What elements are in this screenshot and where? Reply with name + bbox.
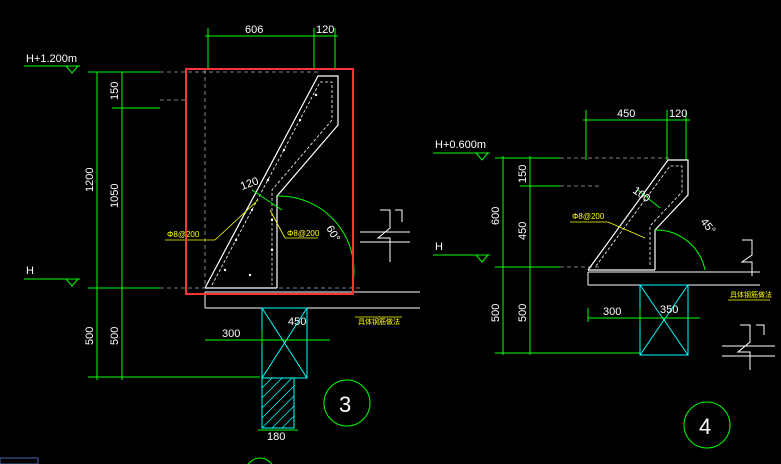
detail-3: 606 120 H+1.200m H 150 1050 1200 500 500 <box>24 24 420 464</box>
dim-150-4: 150 <box>517 165 529 183</box>
vertical-dimensions-3 <box>88 71 260 380</box>
rebar-leader-4 <box>570 221 646 239</box>
level-symbol-base-4 <box>433 254 490 263</box>
rebar-leaders-3 <box>165 199 318 241</box>
dim-300-3: 300 <box>222 328 240 340</box>
angle-45: 45° <box>698 216 718 236</box>
detail-number-3: 3 <box>339 392 351 417</box>
rebar-callout-left-3: Φ8@200 <box>167 230 200 239</box>
detail-4: 450 120 H+0.600m H 150 450 600 500 500 <box>433 108 775 449</box>
base-slab-4 <box>587 271 760 286</box>
level-symbol-base-3 <box>24 278 80 287</box>
note-3: 具体钢筋做法 <box>358 317 400 326</box>
dim-350-4: 350 <box>660 304 678 316</box>
top-dimension-4 <box>583 110 690 160</box>
corner-fragment <box>0 457 39 464</box>
detail-number-4: 4 <box>699 414 711 439</box>
column-hatch-3 <box>261 377 295 429</box>
dim-slope-120: 120 <box>239 175 260 193</box>
note-4: 具体钢筋做法 <box>730 290 772 299</box>
dim-606: 606 <box>245 24 263 36</box>
vertical-dimensions-4 <box>495 156 640 355</box>
dim-450-3: 450 <box>288 316 306 328</box>
reference-dashes-4 <box>560 157 670 268</box>
top-dimension-3 <box>205 28 338 70</box>
dim-500-outer-3: 500 <box>84 327 96 345</box>
wall-section-4 <box>587 159 689 271</box>
dim-500-inner-3: 500 <box>109 327 121 345</box>
dim-300-4: 300 <box>603 306 621 318</box>
detail-circle-4 <box>683 401 731 449</box>
reference-dashes-3 <box>160 70 360 289</box>
angle-arc-4 <box>654 229 706 271</box>
break-symbol-4b <box>722 324 775 370</box>
level-label-base-3: H <box>26 265 34 277</box>
dim-slope-100: 100 <box>630 185 652 205</box>
rebar-callout-right-3: Φ8@200 <box>287 229 320 238</box>
level-label-top-4: H+0.600m <box>435 139 486 151</box>
slope-dimension-4 <box>637 189 661 209</box>
level-symbol-top-3 <box>24 65 80 74</box>
dim-500-outer-4: 500 <box>490 304 502 322</box>
dim-1050-3: 1050 <box>109 184 121 208</box>
bottom-dimension-3 <box>205 330 330 431</box>
dim-120-top: 120 <box>316 24 334 36</box>
level-symbol-top-4 <box>433 152 490 161</box>
dim-1200-3: 1200 <box>84 168 96 192</box>
dim-500-inner-4: 500 <box>517 304 529 322</box>
level-label-top-3: H+1.200m <box>26 53 77 65</box>
foundation-column-4 <box>639 284 689 356</box>
rebar-dots-3 <box>223 93 318 277</box>
rebar-lines-3 <box>211 81 333 286</box>
rebar-lines-4 <box>595 165 683 267</box>
dim-120-top-4: 120 <box>669 108 687 120</box>
dim-600-4: 600 <box>490 207 502 225</box>
wall-section-3 <box>204 75 339 289</box>
level-label-base-4: H <box>435 241 443 253</box>
dim-450-top-4: 450 <box>617 108 635 120</box>
angle-arc-3 <box>276 195 355 289</box>
dim-150-3: 150 <box>109 82 121 100</box>
dim-180: 180 <box>267 431 285 443</box>
slope-dimension-3 <box>251 189 283 211</box>
detail-circle-3 <box>323 379 371 427</box>
break-symbol-4a <box>740 239 753 276</box>
break-symbol-3 <box>360 209 410 262</box>
bottom-dimension-4 <box>587 308 700 322</box>
partial-circle <box>247 457 273 464</box>
rebar-callout-4: Φ8@200 <box>572 212 605 221</box>
dim-450-4: 450 <box>517 222 529 240</box>
highlight-box <box>185 68 354 295</box>
